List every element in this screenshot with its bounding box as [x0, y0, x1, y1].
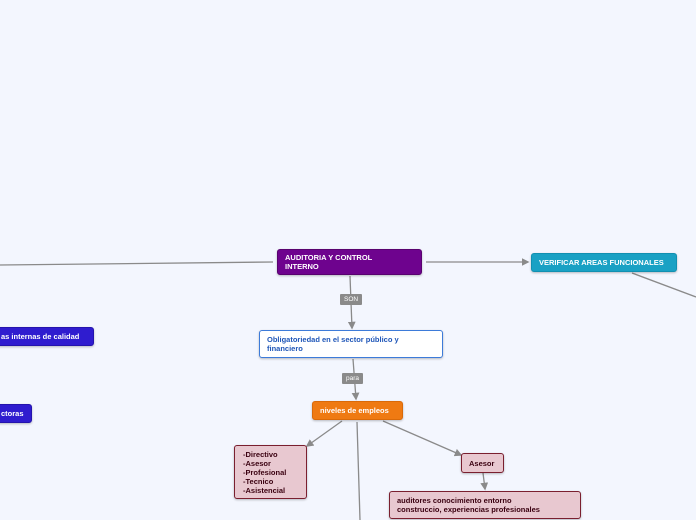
node-left-calidad[interactable]: as internas de calidad — [0, 327, 94, 346]
node-verificar-areas-funcionales[interactable]: VERIFICAR AREAS FUNCIONALES — [531, 253, 677, 272]
connector-label-para: para — [342, 373, 364, 384]
connector-asesor-auditores — [480, 472, 489, 491]
node-asesor[interactable]: Asesor — [461, 453, 504, 473]
connector-label-son: SON — [340, 294, 363, 305]
node-left-ctoras[interactable]: ctoras — [0, 404, 32, 423]
connector-root-left — [0, 261, 274, 266]
connector-niveles-lista — [305, 420, 343, 447]
node-lista-niveles[interactable]: -Directivo -Asesor -Profesional -Tecnico… — [234, 445, 307, 499]
node-auditoria-control-interno[interactable]: AUDITORIA Y CONTROL INTERNO — [277, 249, 422, 275]
connector-verificar-right — [631, 272, 696, 298]
connector-niveles-asesor — [382, 420, 463, 457]
node-auditores[interactable]: auditores conocimiento entorno construcc… — [389, 491, 581, 519]
node-niveles-de-empleos[interactable]: niveles de empleos — [312, 401, 403, 420]
connector-niveles-down — [356, 421, 361, 520]
node-obligatoriedad[interactable]: Obligatoriedad en el sector público y fi… — [259, 330, 443, 358]
